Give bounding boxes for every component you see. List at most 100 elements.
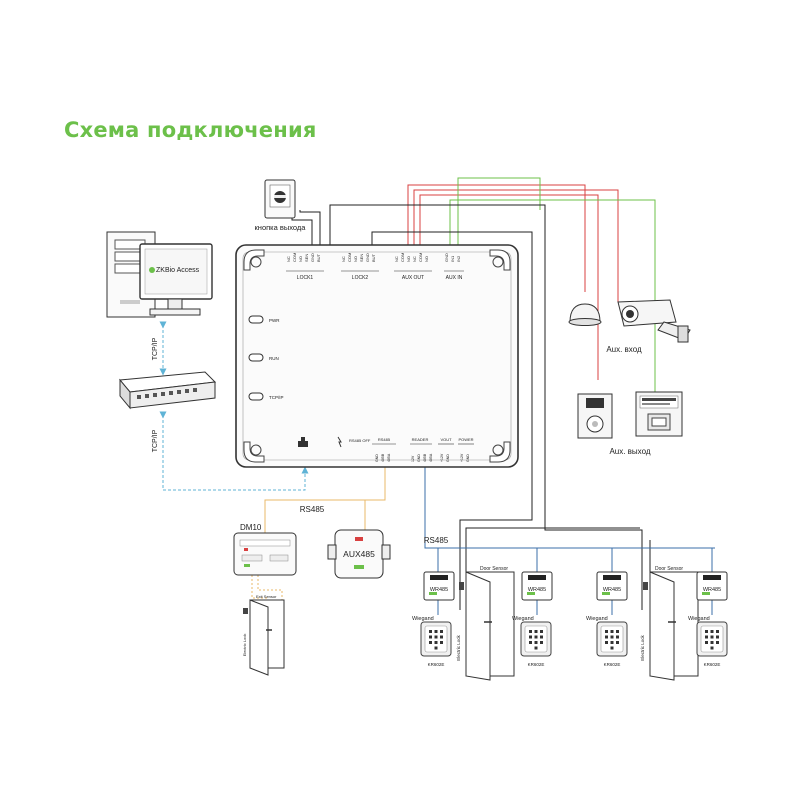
svg-text:485B: 485B: [381, 453, 385, 462]
access-control-panel: NC COM NO SEN GND BUT NC COM NO SEN GND …: [235, 244, 519, 468]
dm10-label: DM10: [240, 523, 262, 532]
ethernet-icon: [298, 437, 308, 447]
svg-text:COM: COM: [400, 253, 405, 262]
svg-text:BUT: BUT: [371, 253, 376, 262]
tcpip-wires: [159, 321, 309, 491]
wire-lock1-main: [329, 204, 643, 610]
electric-lock-label-b: Electric Lock: [456, 634, 461, 660]
svg-text:GND: GND: [310, 253, 315, 262]
aux-out-label: AUX OUT: [402, 275, 424, 281]
svg-text:NO: NO: [406, 256, 411, 262]
svg-text:NC: NC: [341, 256, 346, 262]
svg-text:485A: 485A: [387, 453, 391, 462]
svg-text:IN2: IN2: [456, 255, 461, 262]
reader-module-4: WR485 Wiegand KR602E: [688, 571, 728, 667]
svg-text:485B: 485B: [423, 453, 427, 462]
electric-lock-label-c: Electric Lock: [640, 634, 645, 660]
svg-text:NC: NC: [286, 256, 291, 262]
dm10-dashed: [251, 575, 268, 599]
exit-button-device: кнопка выхода: [255, 179, 307, 232]
svg-text:COM: COM: [347, 253, 352, 262]
svg-text:GND: GND: [466, 454, 470, 462]
rs485-wire-aux485: [364, 499, 385, 530]
led-tcpip-label: TCP/IP: [269, 395, 284, 400]
kr602e-label-3: KR602E: [604, 662, 621, 667]
svg-text:NO: NO: [424, 256, 429, 262]
svg-text:GND: GND: [365, 253, 370, 262]
dip-switch-icon: [337, 436, 342, 448]
reader-module-3: WR485 Wiegand KR602E: [586, 571, 628, 667]
svg-text:GND: GND: [446, 454, 450, 462]
door-sensor-b-label: Door Sensor: [655, 566, 683, 572]
rs485-wire-panel: [264, 462, 386, 535]
green-wire-aux-in-b: [457, 177, 541, 248]
camera-device: [617, 299, 691, 343]
green-wires: [449, 177, 656, 392]
svg-text:NC: NC: [412, 256, 417, 262]
svg-text:COM: COM: [418, 253, 423, 262]
svg-text:NO: NO: [353, 256, 358, 262]
aux-in-caption: Aux. вход: [606, 345, 642, 354]
aux485-module: AUX485: [327, 529, 391, 579]
red-wire-aux-out-alarm: [419, 194, 599, 380]
wiegand-label-3: Wiegand: [586, 616, 608, 622]
svg-text:GND: GND: [417, 454, 421, 462]
led-run-label: RUN: [269, 356, 279, 361]
svg-text:GND: GND: [444, 253, 449, 262]
svg-text:BUT: BUT: [316, 253, 321, 262]
svg-text:NO: NO: [298, 256, 303, 262]
svg-text:SEN: SEN: [359, 254, 364, 262]
lock2-label: LOCK2: [352, 275, 369, 281]
electric-lock-label-a: Electric Lock: [242, 634, 247, 657]
svg-text:485A: 485A: [429, 453, 433, 462]
aux-out-caption: Aux. выход: [609, 447, 650, 456]
door-a: Door Sensor Electric Lock: [456, 566, 515, 681]
green-wire-aux-in-a: [449, 199, 656, 392]
wire-exit-button: [299, 210, 321, 248]
rs485-left-label: RS485: [300, 505, 325, 514]
tcpip-label-bottom: TCP/IP: [152, 429, 159, 452]
svg-text:SEN: SEN: [304, 254, 309, 262]
tcpip-label-top: TCP/IP: [152, 337, 159, 360]
wr485-label-1: WR485: [430, 587, 448, 593]
pc-workstation: ZKBio Access TCP/IP: [106, 231, 213, 360]
aux485-label: AUX485: [343, 549, 375, 559]
red-wire-aux-out-camera: [413, 189, 619, 302]
wr485-label-4: WR485: [703, 587, 721, 593]
red-wires: [407, 184, 619, 380]
svg-text:+12V: +12V: [460, 453, 464, 462]
wire-lock2-main: [371, 231, 533, 610]
reader-module-1: WR485 Wiegand KR602E: [412, 571, 455, 667]
wiegand-label-4: Wiegand: [688, 616, 710, 622]
svg-text:COM: COM: [292, 253, 297, 262]
exit-button-label: кнопка выхода: [255, 223, 307, 232]
kr602e-label-1: KR602E: [428, 662, 445, 667]
page-title: Схема подключения: [64, 118, 317, 142]
siren-device: [568, 303, 602, 326]
svg-text:12V: 12V: [411, 455, 415, 462]
rs485-right-label: RS485: [424, 536, 449, 545]
door-dm10: Exit Sensor Electric Lock: [242, 594, 285, 676]
smoke-detector-device: [577, 393, 613, 439]
rs485-bus-right: [424, 462, 715, 549]
rs485-wires: [251, 462, 386, 600]
aux-in-label: AUX IN: [446, 275, 463, 281]
dm10-dashed-b: [257, 575, 283, 600]
lock1-label: LOCK1: [297, 275, 314, 281]
wr485-label-3: WR485: [603, 587, 621, 593]
tcpip-wire-switch-panel: [159, 411, 309, 491]
exit-sensor-label: Exit Sensor: [256, 594, 277, 599]
door-b: Door Sensor Electric Lock: [640, 566, 699, 681]
dm10-module: DM10: [233, 523, 297, 576]
kr602e-label-4: KR602E: [704, 662, 721, 667]
wiegand-wires: [424, 462, 715, 615]
svg-text:+12V: +12V: [440, 453, 444, 462]
red-wire-aux-out-siren: [407, 184, 586, 292]
svg-text:IN1: IN1: [450, 255, 455, 262]
svg-text:GND: GND: [375, 454, 379, 462]
network-switch: TCP/IP: [119, 371, 217, 452]
rs485-off-label: RS485 OFF: [349, 438, 371, 443]
wr485-label-2: WR485: [528, 587, 546, 593]
rs485-port-label: RS485: [378, 437, 391, 442]
